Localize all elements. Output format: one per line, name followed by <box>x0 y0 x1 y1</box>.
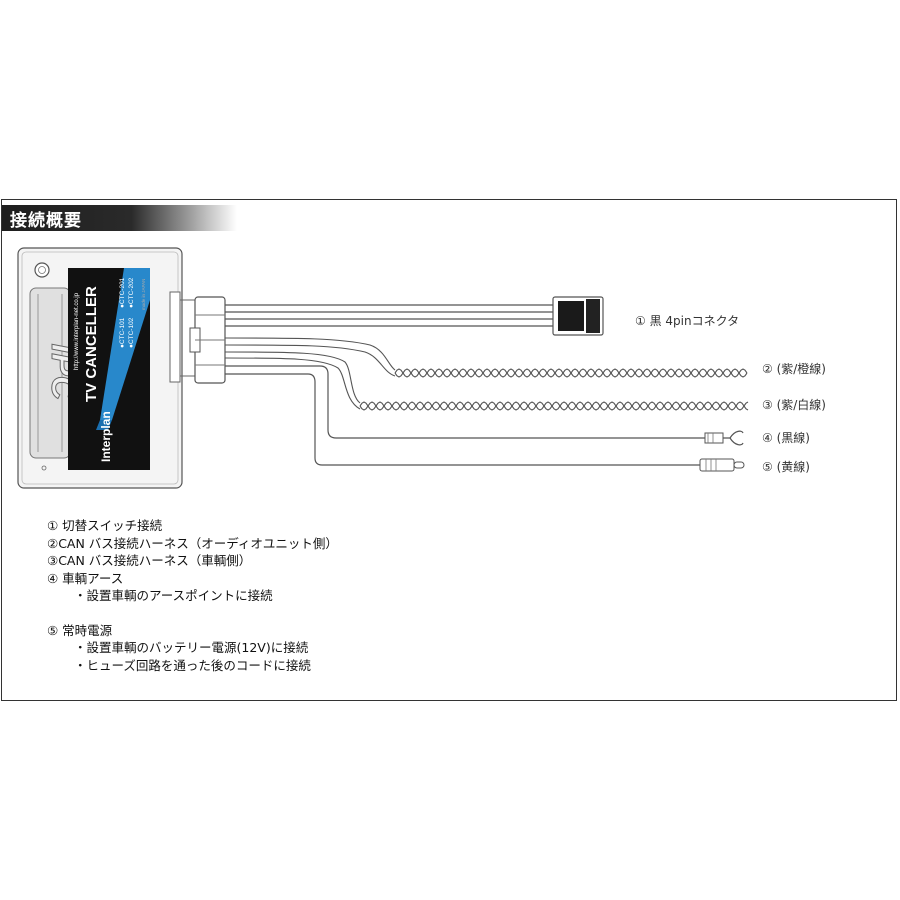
brand-text: Interplan <box>99 411 113 462</box>
wire-bundle-1 <box>225 304 555 327</box>
product-name: TV CANCELLER <box>83 286 100 402</box>
wire-4-black <box>225 365 705 439</box>
model-1: ●CTC-101 <box>119 317 126 348</box>
note-5-detail-1: ・設置車輌のバッテリー電源(12V)に接続 <box>74 640 309 655</box>
model-4: ●CTC-202 <box>128 277 135 308</box>
note-spacer <box>47 605 338 622</box>
note-4: ④ 車輌アース <box>47 570 124 586</box>
title-bar <box>2 205 237 231</box>
note-3: ③CAN バス接続ハーネス（車輌側） <box>47 553 252 568</box>
note-5-detail-2: ・ヒューズ回路を通った後のコードに接続 <box>74 657 311 673</box>
model-3: ●CTC-201 <box>119 277 126 308</box>
callout-4: ④ (黒線) <box>762 431 810 445</box>
section-title: 接続概要 <box>10 211 82 231</box>
four-pin-connector <box>552 296 604 336</box>
callout-3: ③ (紫/白線) <box>762 398 826 412</box>
harness-connector <box>189 296 226 384</box>
wire-twisted-3 <box>224 351 749 411</box>
callout-1: ① 黒 4pinコネクタ <box>635 314 740 328</box>
model-2: ●CTC-102 <box>128 317 135 348</box>
callout-5: ⑤ (黄線) <box>762 460 810 474</box>
wire-twisted-2 <box>224 337 748 378</box>
notes-list: ① 切替スイッチ接続 ②CAN バス接続ハーネス（オーディオユニット側） ③CA… <box>47 517 338 674</box>
bullet-terminal-icon <box>699 458 745 472</box>
url-text: http://www.interplan-net.co.jp <box>74 292 80 370</box>
made-in-text: made in JAPAN <box>141 279 146 310</box>
note-5: ⑤ 常時電源 <box>47 622 113 638</box>
tv-canceller-unit: IPC Interplan TV CANCELLER http://www.in… <box>17 247 183 489</box>
fork-terminal-icon <box>704 430 744 446</box>
callout-2: ② (紫/橙線) <box>762 362 826 376</box>
wire-5-yellow <box>225 373 700 466</box>
note-2: ②CAN バス接続ハーネス（オーディオユニット側） <box>47 535 338 551</box>
mounting-hole-icon <box>34 262 50 278</box>
note-4-detail: ・設置車輌のアースポイントに接続 <box>74 588 273 603</box>
device-label: Interplan TV CANCELLER http://www.interp… <box>68 268 150 470</box>
note-1: ① 切替スイッチ接続 <box>47 518 163 533</box>
